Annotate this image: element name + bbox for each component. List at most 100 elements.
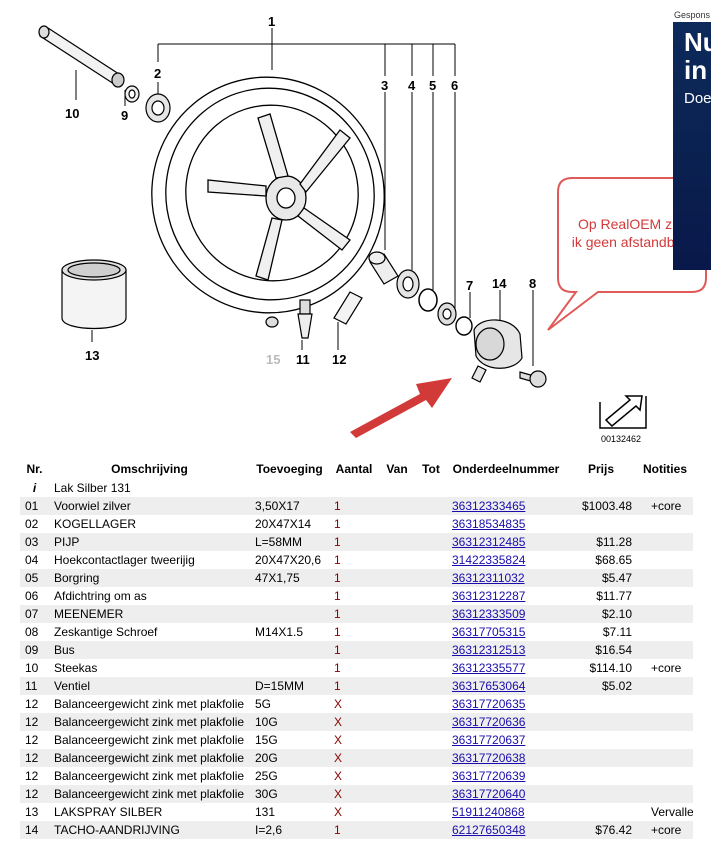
col-toevoeging[interactable]: Toevoeging <box>256 462 323 476</box>
cell-part-number: 36317653064 <box>447 677 565 695</box>
part-13-paint-can <box>61 259 127 330</box>
part-number-link[interactable]: 36312311032 <box>452 571 525 585</box>
info-icon[interactable]: i <box>32 481 37 495</box>
part-number-link[interactable]: 36317720638 <box>452 751 526 765</box>
cell-desc: Balanceergewicht zink met plakfolie <box>54 697 245 711</box>
cell-aantal: X <box>334 697 343 711</box>
cell-van <box>379 551 415 569</box>
col-aantal[interactable]: Aantal <box>335 462 373 476</box>
col-onderdeelnummer[interactable]: Onderdeelnummer <box>452 462 560 476</box>
cell-price <box>565 749 637 767</box>
part-number-link[interactable]: 62127650348 <box>452 823 526 837</box>
cell-desc: Bus <box>54 643 75 657</box>
col-notities[interactable]: Notities <box>642 462 687 476</box>
part-number-link[interactable]: 36312335577 <box>452 661 526 675</box>
cell-tot <box>415 551 447 569</box>
part-number-link[interactable]: 51911240868 <box>452 805 525 819</box>
cell-van <box>379 587 415 605</box>
part-number-link[interactable]: 36317720635 <box>452 697 526 711</box>
cell-price <box>565 785 637 803</box>
cell-part-number: 36312312485 <box>447 533 565 551</box>
part-number-link[interactable]: 31422335824 <box>452 553 526 567</box>
part-number-link[interactable]: 36317720637 <box>452 733 526 747</box>
cell-nr: 06 <box>25 589 39 603</box>
part-number-link[interactable]: 36318534835 <box>452 517 526 531</box>
cell-toevoeging: 20X47X14 <box>255 517 312 531</box>
callout-8: 8 <box>529 276 536 291</box>
part-number-link[interactable]: 36317653064 <box>452 679 526 693</box>
cell-part-number: 31422335824 <box>447 551 565 569</box>
cell-price: $76.42 <box>595 823 632 837</box>
cell-price: $16.54 <box>595 643 632 657</box>
cell-toevoeging: D=15MM <box>255 679 305 693</box>
part-number-link[interactable]: 36317720636 <box>452 715 526 729</box>
cell-note: +core <box>651 499 682 513</box>
cell-van <box>379 695 415 713</box>
callout-12: 12 <box>332 352 346 367</box>
cell-desc: LAKSPRAY SILBER <box>54 805 163 819</box>
note-line-1: Op RealOEM zie <box>577 216 684 232</box>
cell-nr: 07 <box>25 607 39 621</box>
cell-nr: 09 <box>25 643 39 657</box>
cell-part-number: 36312312287 <box>447 587 565 605</box>
cell-toevoeging <box>250 587 329 605</box>
cell-note <box>637 677 693 695</box>
diagram-ref-code: 00132462 <box>601 434 641 444</box>
cell-part-number: 36312335577 <box>447 659 565 677</box>
cell-van <box>379 821 415 839</box>
part-number-link[interactable]: 36312312287 <box>452 589 526 603</box>
cell-desc: TACHO-AANDRIJVING <box>54 823 180 837</box>
part-number-link[interactable]: 36317705315 <box>452 625 526 639</box>
cell-part-number: 36317720639 <box>447 767 565 785</box>
cell-aantal: X <box>334 715 343 729</box>
cell-desc: Balanceergewicht zink met plakfolie <box>54 715 245 729</box>
ad-text-2: in <box>684 55 708 85</box>
col-omschrijving[interactable]: Omschrijving <box>111 462 188 476</box>
cell-price: $2.10 <box>601 607 632 621</box>
part-number-link[interactable]: 36312333509 <box>452 607 526 621</box>
cell-part-number: 36317720637 <box>447 731 565 749</box>
cell-price <box>565 515 637 533</box>
cell-price: $7.11 <box>602 625 632 639</box>
cell-price: $5.47 <box>601 571 632 585</box>
cell-desc: PIJP <box>54 535 80 549</box>
callout-9: 9 <box>121 108 128 123</box>
cell-nr: 10 <box>25 661 39 675</box>
cell-part-number: 36312333509 <box>447 605 565 623</box>
cell-note <box>637 605 693 623</box>
cell-van <box>379 731 415 749</box>
part-number-link[interactable]: 36312312485 <box>452 535 526 549</box>
cell-note <box>637 731 693 749</box>
cell-note <box>637 695 693 713</box>
cell-nr: 02 <box>25 517 39 531</box>
cell-van <box>379 623 415 641</box>
part-number-link[interactable]: 36317720640 <box>452 787 526 801</box>
ad-banner[interactable]: Nu in Doe <box>673 22 711 270</box>
cell-van <box>379 785 415 803</box>
cell-toevoeging: 131 <box>255 805 276 819</box>
col-prijs[interactable]: Prijs <box>587 462 614 476</box>
callout-3: 3 <box>381 78 388 93</box>
cell-desc: Balanceergewicht zink met plakfolie <box>54 733 245 747</box>
col-tot[interactable]: Tot <box>422 462 440 476</box>
col-nr[interactable]: Nr. <box>26 462 43 476</box>
callout-2: 2 <box>154 66 161 81</box>
cell-tot <box>415 695 447 713</box>
cell-part-number: 36312311032 <box>447 569 565 587</box>
cell-tot <box>415 515 447 533</box>
cell-desc: Borgring <box>54 571 100 585</box>
cell-note <box>637 641 693 659</box>
col-van[interactable]: Van <box>386 462 408 476</box>
part-number-link[interactable]: 36312312513 <box>452 643 526 657</box>
cell-nr: 04 <box>25 553 39 567</box>
cell-van <box>379 515 415 533</box>
cell-van <box>379 641 415 659</box>
cell-desc: KOGELLAGER <box>54 517 137 531</box>
part-number-link[interactable]: 36312333465 <box>452 499 526 513</box>
part-number-link[interactable]: 36317720639 <box>452 769 526 783</box>
cell-tot <box>415 587 447 605</box>
